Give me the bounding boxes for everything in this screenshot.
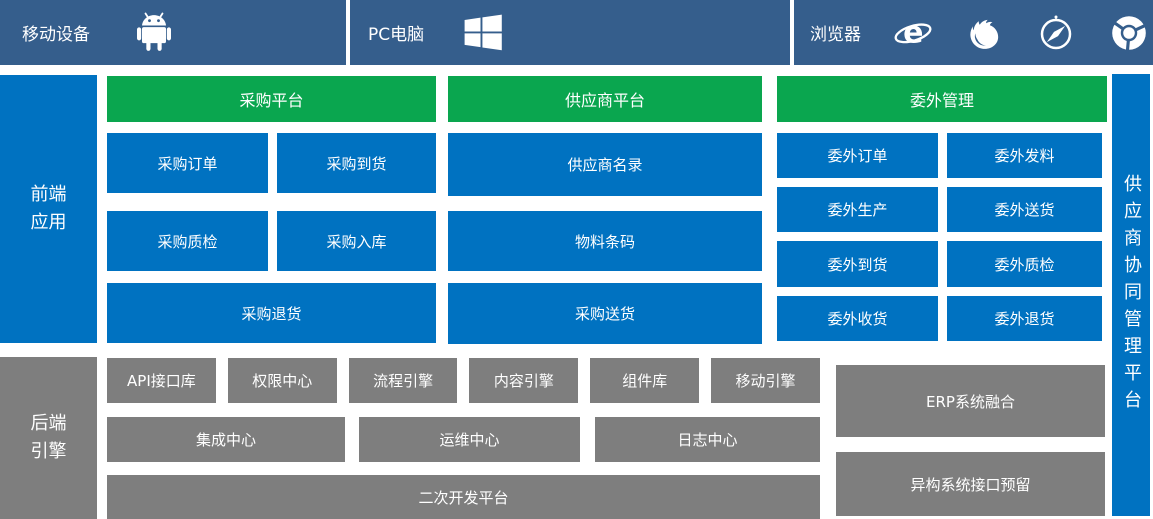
frontend-side-label-text: 前端 应用	[30, 184, 67, 233]
supplier-collaboration-platform-strip: 供应商协同管理平台	[1112, 74, 1150, 516]
browser-label: 浏览器	[810, 25, 861, 45]
module-mobile-engine: 移动引擎	[711, 358, 820, 403]
windows-icon	[464, 14, 502, 50]
module-heterogeneous-interface-reserved: 异构系统接口预留	[836, 452, 1105, 516]
ie-icon: e	[894, 15, 932, 50]
header-purchase-platform: 采购平台	[107, 76, 436, 122]
module-secondary-development-platform: 二次开发平台	[107, 475, 820, 519]
module-permission-center: 权限中心	[227, 358, 337, 403]
module-material-barcode: 物料条码	[448, 211, 762, 271]
module-purchase-quality-inspection: 采购质检	[107, 211, 268, 271]
supplier-collaboration-platform-label: 供应商协同管理平台	[1121, 173, 1142, 417]
module-outsourcing-arrival: 委外到货	[777, 241, 938, 287]
module-operation-center: 运维中心	[359, 417, 580, 462]
module-outsourcing-material-issue: 委外发料	[947, 133, 1102, 178]
module-integration-center: 集成中心	[107, 417, 345, 462]
module-purchase-delivery: 采购送货	[448, 283, 762, 344]
module-purchase-order: 采购订单	[107, 133, 268, 193]
pc-label: PC电脑	[368, 25, 425, 45]
module-content-engine: 内容引擎	[469, 358, 579, 403]
header-supplier-platform: 供应商平台	[448, 76, 762, 122]
chrome-icon	[1111, 15, 1148, 53]
topbar-pc-section: PC电脑	[350, 0, 790, 65]
topbar-mobile-section: 移动设备	[0, 0, 346, 65]
module-outsourcing-return: 委外退货	[947, 296, 1102, 341]
module-outsourcing-quality-inspection: 委外质检	[947, 241, 1102, 287]
module-purchase-warehousing: 采购入库	[277, 211, 436, 271]
module-outsourcing-receipt: 委外收货	[777, 296, 938, 341]
module-component-library: 组件库	[590, 358, 700, 403]
module-supplier-directory: 供应商名录	[448, 133, 762, 196]
module-api-library: API接口库	[107, 358, 216, 403]
module-outsourcing-order: 委外订单	[777, 133, 938, 178]
header-outsourcing-management: 委外管理	[777, 76, 1107, 122]
svg-text:e: e	[903, 15, 923, 50]
mobile-devices-label: 移动设备	[22, 25, 90, 45]
module-outsourcing-production: 委外生产	[777, 187, 938, 232]
module-purchase-return: 采购退货	[107, 283, 436, 343]
backend-side-label-text: 后端 引擎	[30, 413, 67, 462]
module-purchase-arrival: 采购到货	[277, 133, 436, 193]
backend-side-label: 后端 引擎	[0, 357, 97, 519]
module-erp-system-integration: ERP系统融合	[836, 365, 1105, 437]
module-log-center: 日志中心	[595, 417, 820, 462]
frontend-side-label: 前端 应用	[0, 75, 97, 343]
module-outsourcing-delivery: 委外送货	[947, 187, 1102, 232]
module-process-engine: 流程引擎	[348, 358, 458, 403]
android-icon	[137, 12, 171, 51]
backend-row-1: API接口库 权限中心 流程引擎 内容引擎 组件库 移动引擎	[107, 358, 820, 403]
topbar-browser-section: 浏览器 e	[794, 0, 1153, 65]
safari-icon	[1040, 15, 1072, 49]
firefox-icon	[970, 19, 999, 49]
